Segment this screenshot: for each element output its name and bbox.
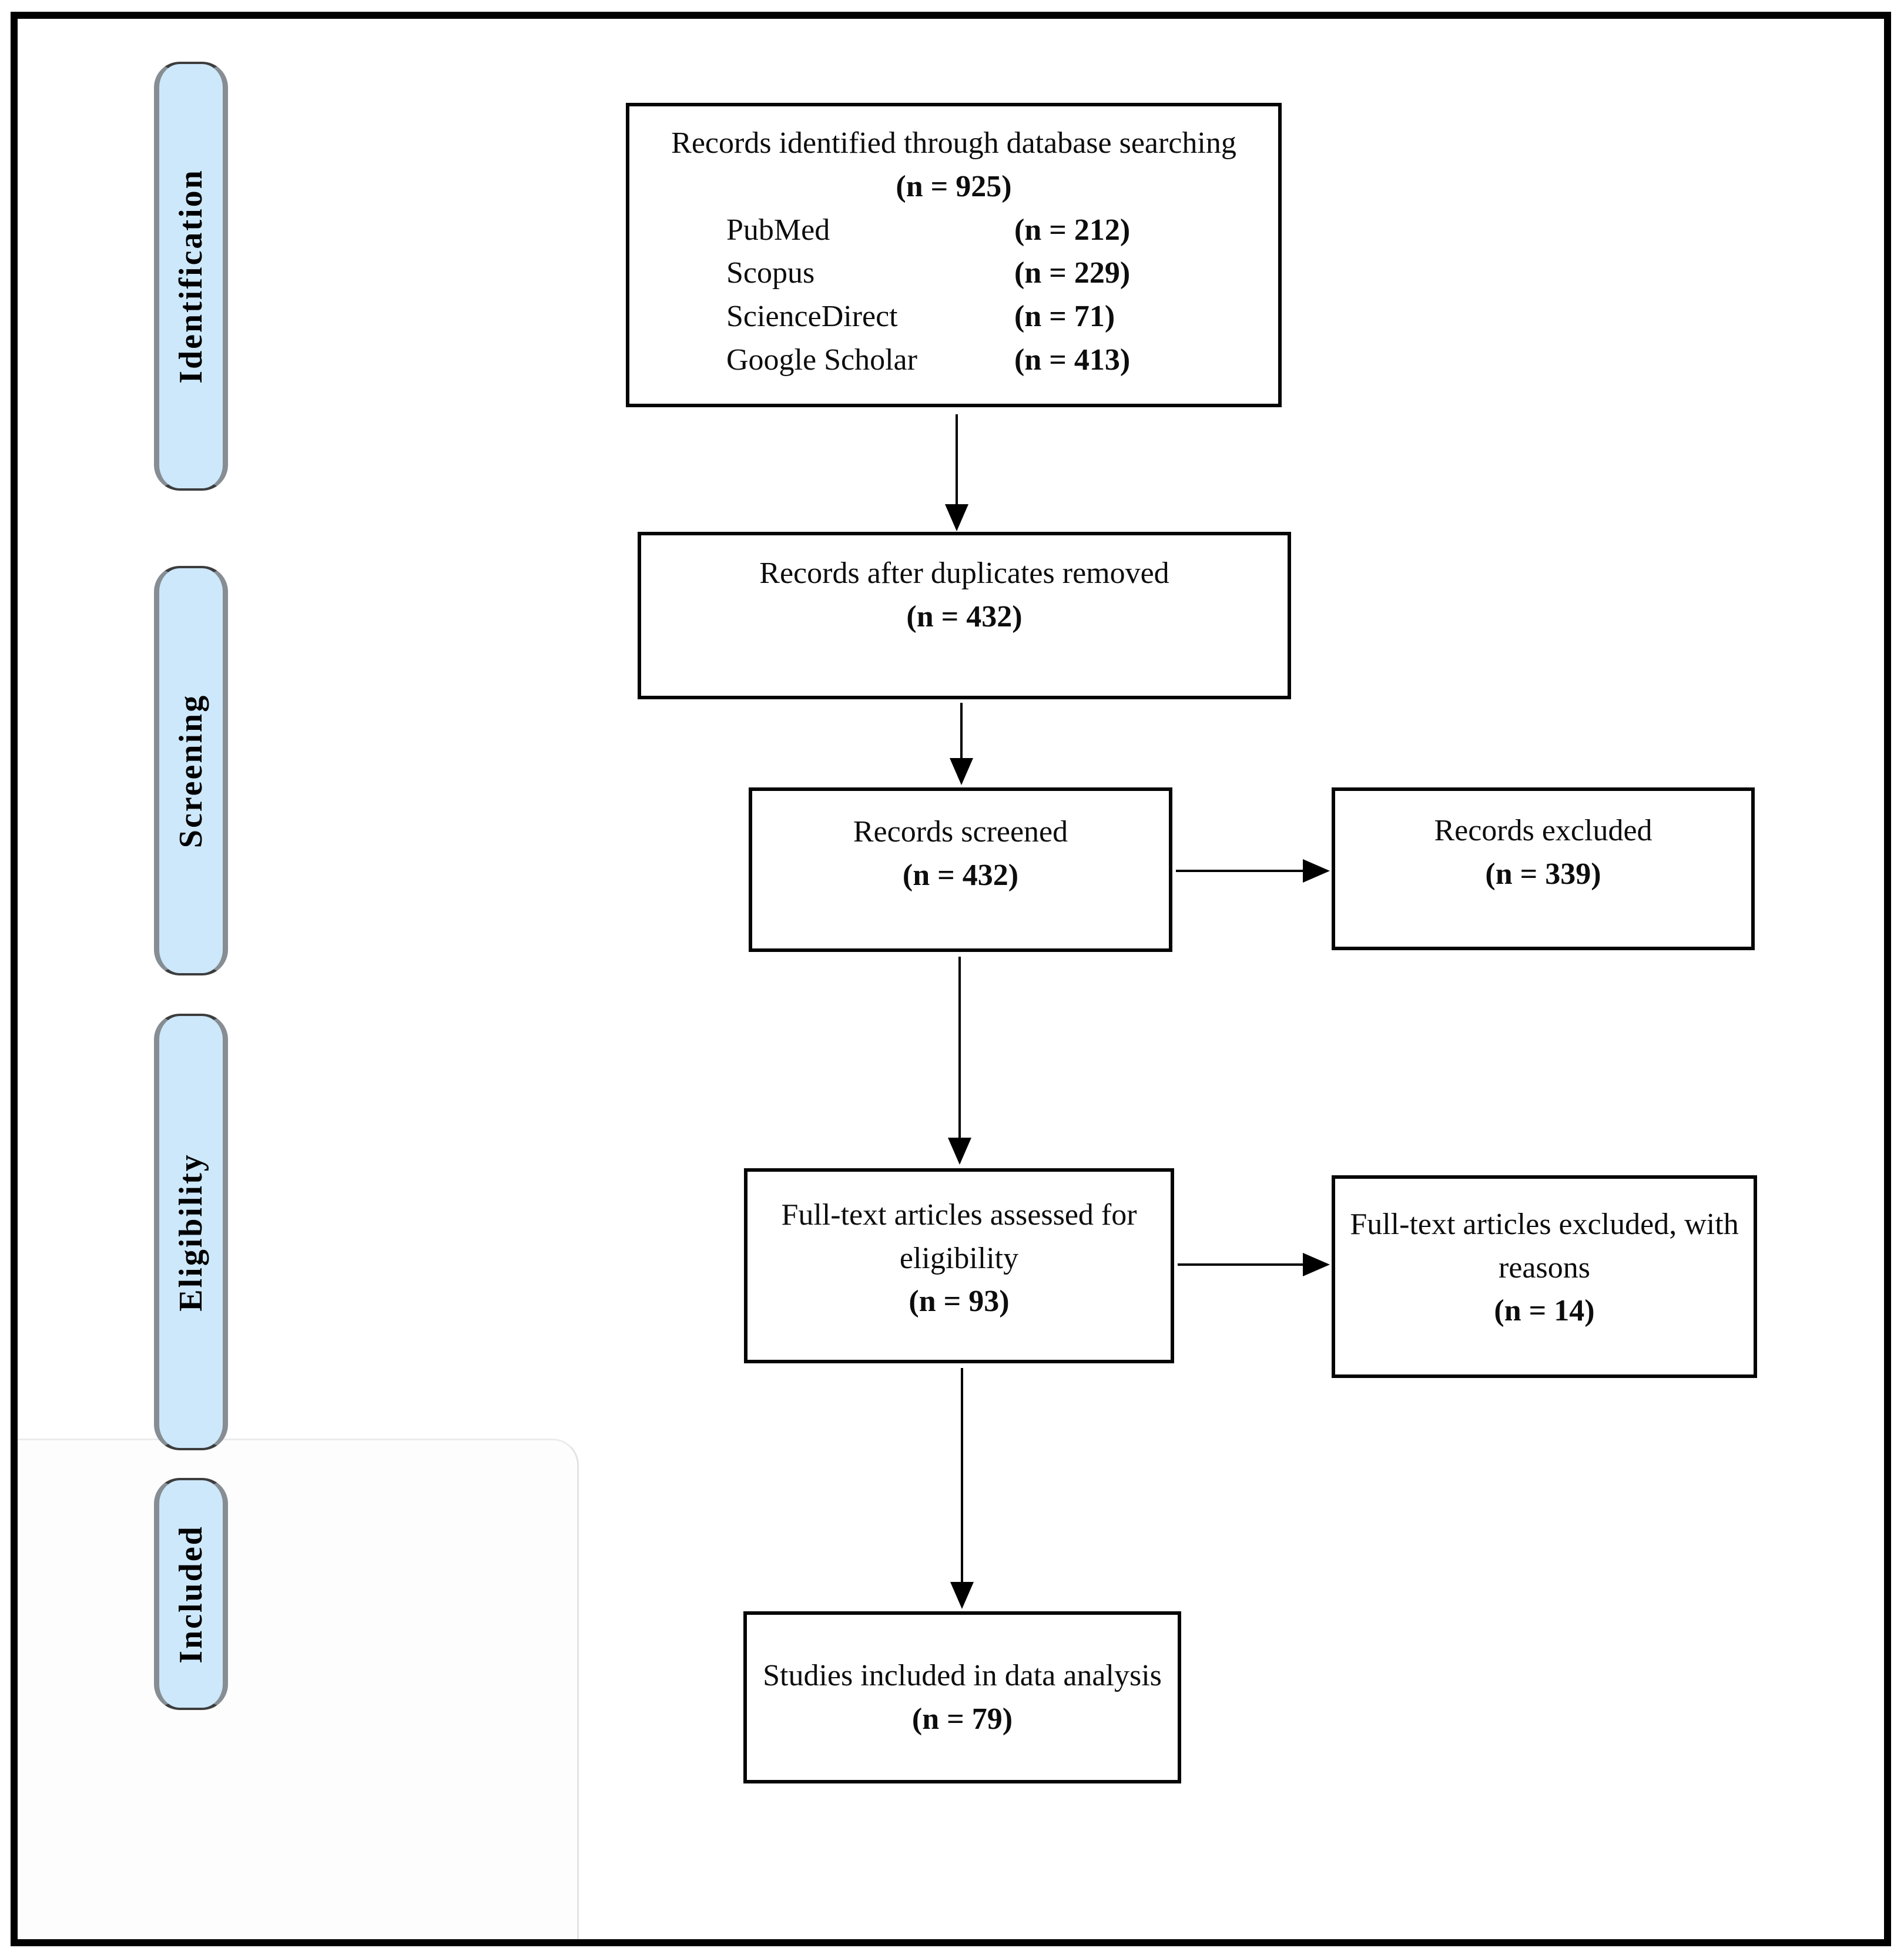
source-row-sciencedirect: ScienceDirect (n = 71) xyxy=(641,295,1266,338)
arrow-screened-to-excluded-line xyxy=(1176,870,1304,872)
stage-screening-label: Screening xyxy=(173,693,209,848)
arrow-fulltext-to-included-head xyxy=(950,1582,974,1609)
box-records-identified-count: (n = 925) xyxy=(896,169,1012,203)
stage-included: Included xyxy=(154,1478,228,1710)
box-fulltext-excluded-count: (n = 14) xyxy=(1494,1294,1595,1328)
stage-identification: Identification xyxy=(154,62,228,491)
box-fulltext-assessed-count: (n = 93) xyxy=(909,1285,1010,1319)
source-count-pubmed: (n = 212) xyxy=(1014,213,1131,247)
source-count-scopus: (n = 229) xyxy=(1014,256,1131,290)
box-records-excluded: Records excluded (n = 339) xyxy=(1332,787,1755,950)
arrow-fulltext-to-ftexcluded-line xyxy=(1178,1263,1304,1266)
source-row-pubmed: PubMed (n = 212) xyxy=(641,209,1266,252)
box-fulltext-excluded: Full-text articles excluded, with reason… xyxy=(1332,1175,1757,1378)
box-fulltext-assessed-title: Full-text articles assessed for eligibil… xyxy=(781,1198,1137,1275)
box-duplicates-removed-count: (n = 432) xyxy=(906,599,1023,633)
arrow-fulltext-to-included-line xyxy=(961,1368,963,1583)
arrow-duplicates-to-screened-line xyxy=(960,703,963,759)
source-name-scopus: Scopus xyxy=(726,256,815,290)
source-count-google-scholar: (n = 413) xyxy=(1014,343,1131,377)
arrow-identified-to-duplicates-line xyxy=(956,414,958,505)
box-duplicates-removed: Records after duplicates removed (n = 43… xyxy=(638,532,1291,699)
stage-eligibility-label: Eligibility xyxy=(173,1152,209,1312)
box-records-identified: Records identified through database sear… xyxy=(626,103,1282,407)
box-records-screened: Records screened (n = 432) xyxy=(749,787,1172,952)
box-duplicates-removed-title: Records after duplicates removed xyxy=(759,556,1169,590)
stage-eligibility: Eligibility xyxy=(154,1014,228,1450)
box-studies-included: Studies included in data analysis (n = 7… xyxy=(743,1611,1181,1783)
box-records-screened-count: (n = 432) xyxy=(902,858,1019,892)
arrow-fulltext-to-ftexcluded-head xyxy=(1303,1253,1330,1276)
box-records-excluded-count: (n = 339) xyxy=(1485,857,1601,891)
arrow-identified-to-duplicates-head xyxy=(945,504,968,531)
source-name-google-scholar: Google Scholar xyxy=(726,343,917,377)
stage-screening: Screening xyxy=(154,566,228,975)
box-studies-included-count: (n = 79) xyxy=(911,1702,1013,1736)
box-records-excluded-title: Records excluded xyxy=(1434,814,1652,848)
source-name-pubmed: PubMed xyxy=(726,213,830,247)
box-records-identified-title: Records identified through database sear… xyxy=(671,126,1236,160)
source-count-sciencedirect: (n = 71) xyxy=(1014,300,1115,334)
arrow-screened-to-fulltext-line xyxy=(958,957,961,1139)
stage-identification-label: Identification xyxy=(173,169,209,384)
source-name-sciencedirect: ScienceDirect xyxy=(726,300,898,334)
stage-included-label: Included xyxy=(173,1524,210,1664)
box-fulltext-assessed: Full-text articles assessed for eligibil… xyxy=(744,1168,1174,1363)
arrow-screened-to-excluded-head xyxy=(1303,859,1330,883)
arrow-screened-to-fulltext-head xyxy=(948,1138,971,1165)
source-row-scopus: Scopus (n = 229) xyxy=(641,252,1266,295)
arrow-duplicates-to-screened-head xyxy=(950,758,973,785)
box-studies-included-title: Studies included in data analysis xyxy=(763,1658,1162,1692)
box-fulltext-excluded-title: Full-text articles excluded, with reason… xyxy=(1350,1207,1739,1285)
box-records-screened-title: Records screened xyxy=(853,814,1068,849)
background-panel xyxy=(18,1439,579,1940)
source-row-google-scholar: Google Scholar (n = 413) xyxy=(641,338,1266,382)
